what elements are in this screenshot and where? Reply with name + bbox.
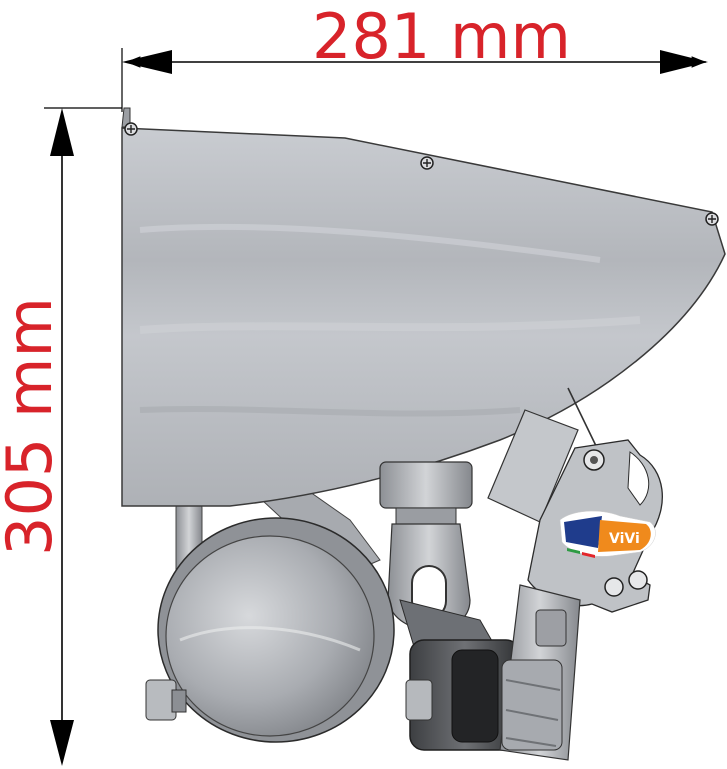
screw-icon bbox=[420, 156, 434, 170]
width-arrow-left bbox=[122, 50, 172, 74]
height-dimension-label: 305 mm bbox=[0, 297, 66, 556]
screw-icon bbox=[124, 122, 138, 136]
camera-cylinder bbox=[145, 517, 395, 743]
logo-text: ViVi bbox=[609, 531, 640, 547]
width-dimension bbox=[121, 48, 708, 112]
gripper-arm bbox=[487, 387, 663, 761]
clamp-block bbox=[405, 639, 521, 751]
height-dimension bbox=[44, 107, 122, 766]
height-arrow-top bbox=[50, 108, 74, 156]
screw-icon bbox=[705, 212, 719, 226]
height-arrow-bottom bbox=[50, 720, 74, 766]
sun-shield-hood bbox=[121, 107, 726, 507]
width-arrow-right bbox=[660, 50, 708, 74]
width-dimension-label: 281 mm bbox=[312, 0, 571, 73]
vivi-logo: ViVi bbox=[559, 510, 656, 558]
